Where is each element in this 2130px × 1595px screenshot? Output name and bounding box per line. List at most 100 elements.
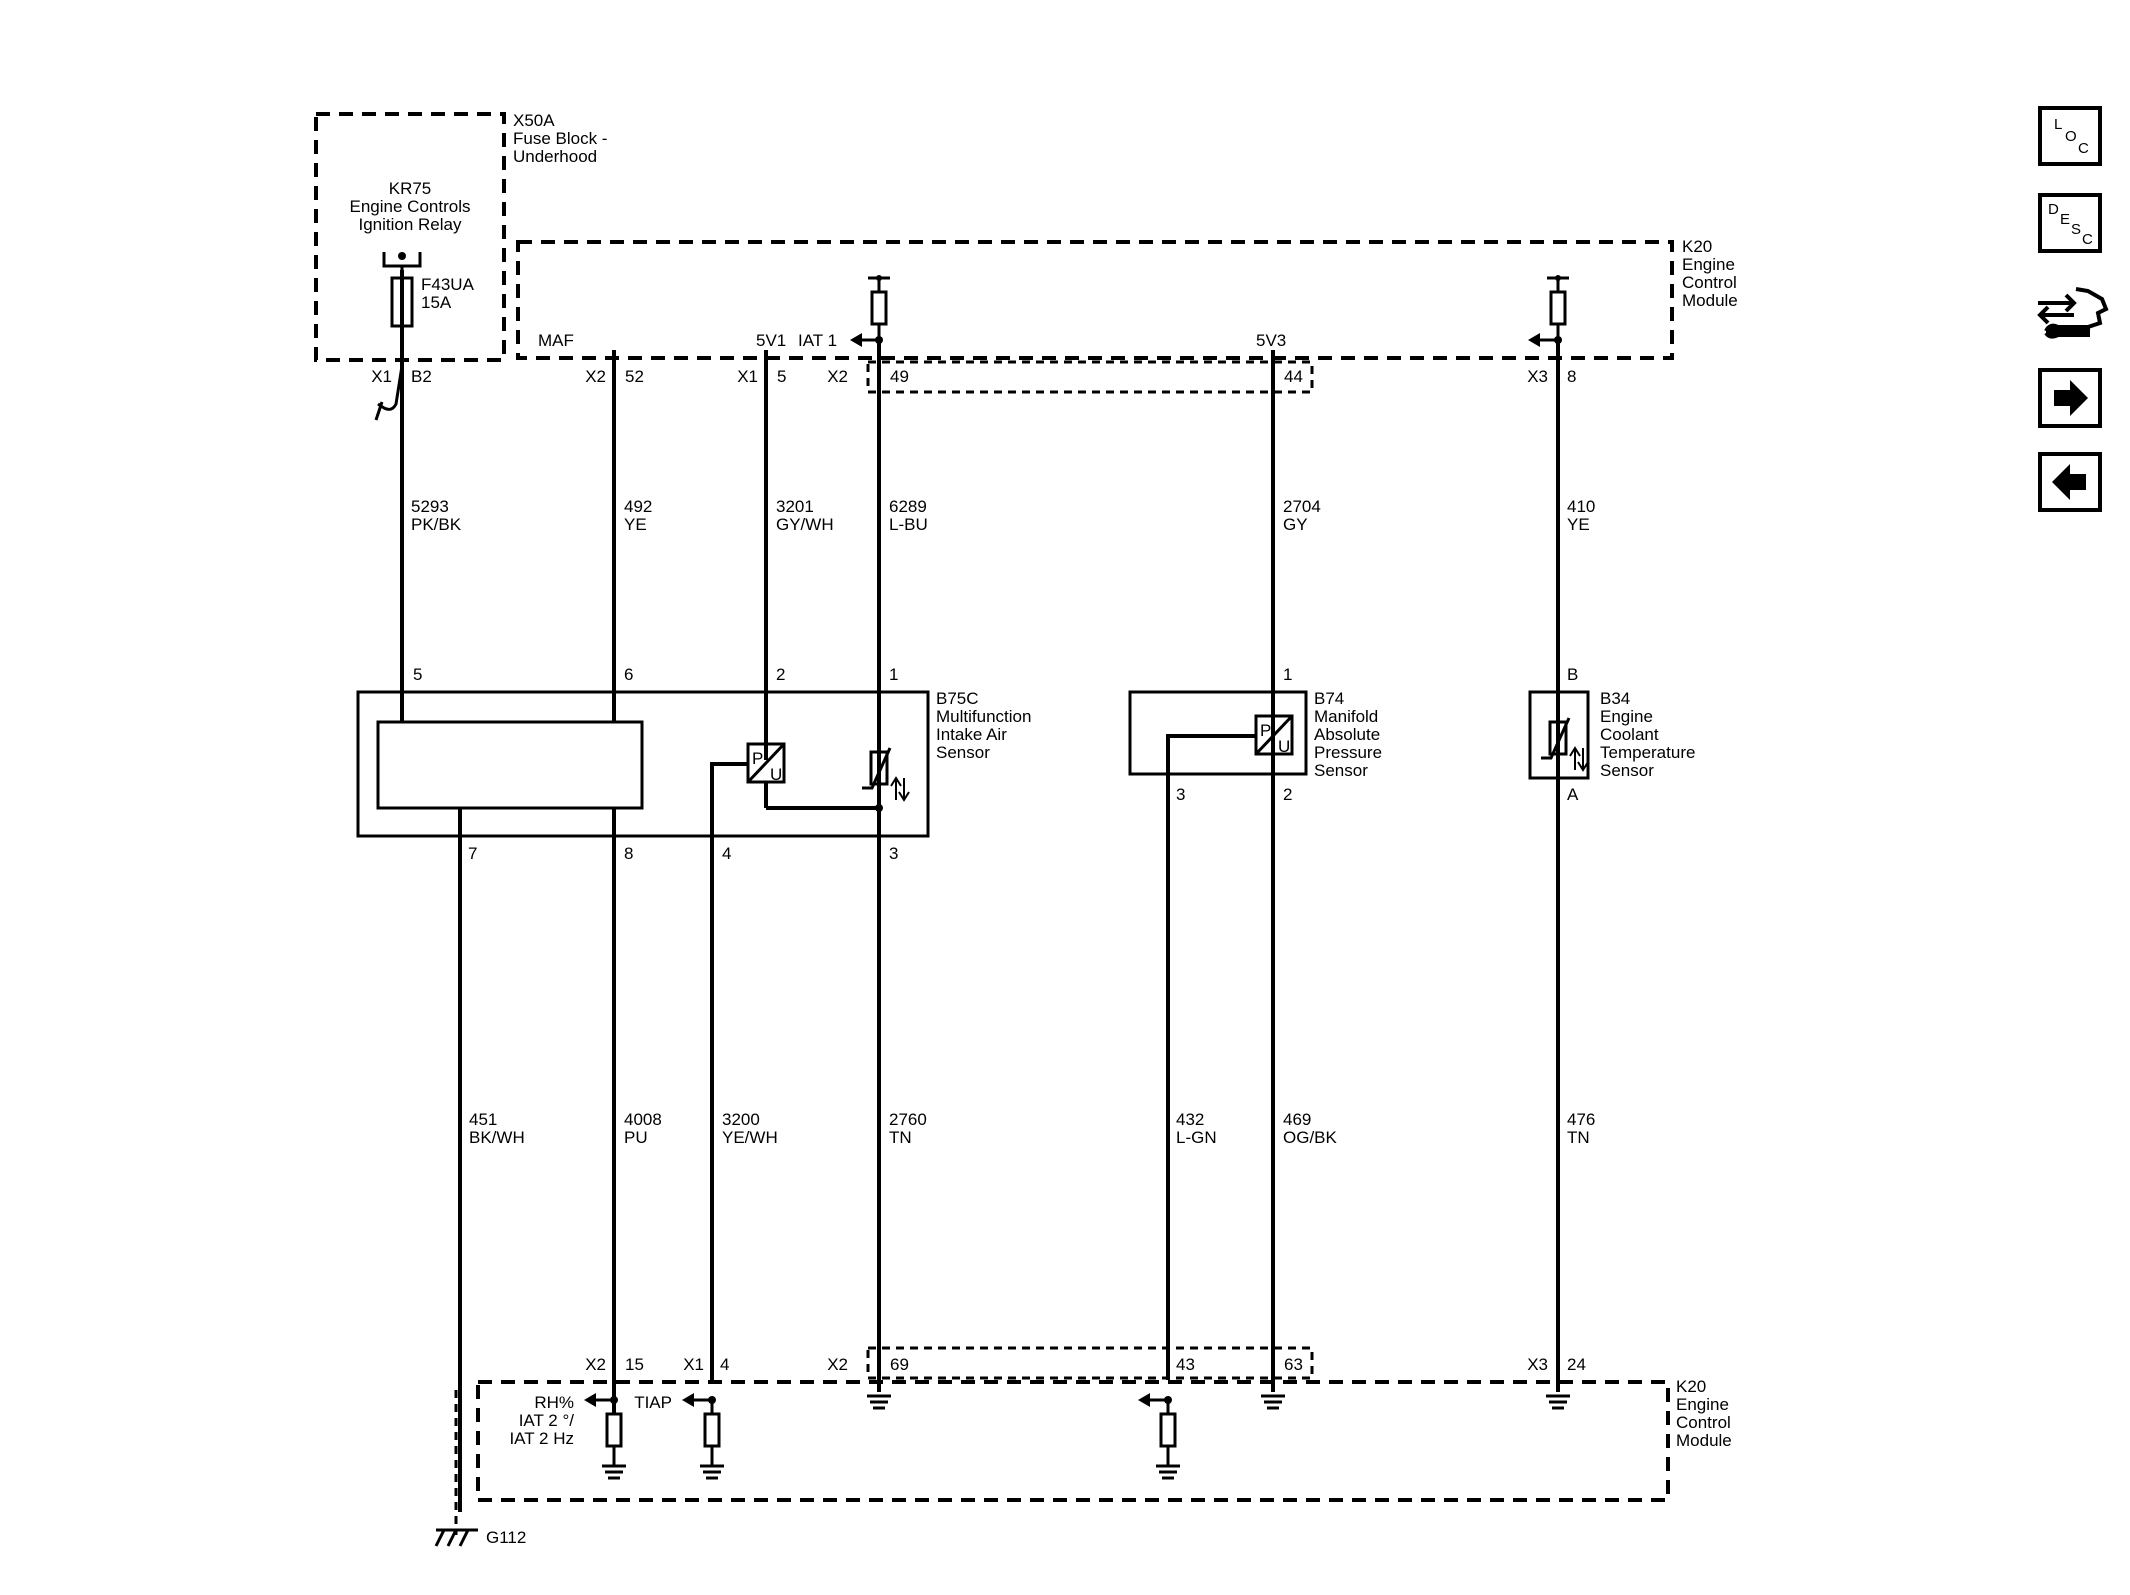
ecm-bottom-id: K20: [1676, 1377, 1706, 1396]
b75c-pin-7: 7: [468, 844, 477, 863]
signal-5v3: 5V3: [1256, 331, 1286, 350]
wire-top-4-number: 6289: [889, 497, 927, 516]
wire-top-3-number: 3201: [776, 497, 814, 516]
tiap-pulldown-resistor: [682, 1393, 724, 1480]
wire-top-2-color: YE: [624, 515, 647, 534]
signal-rh: RH%: [534, 1393, 574, 1412]
b74-pin-3: 3: [1176, 785, 1185, 804]
ground-symbol-pin69: [867, 1394, 891, 1410]
conn-bot-4-pin: 43: [1176, 1355, 1195, 1374]
conn-top-3-pin: 5: [777, 367, 786, 386]
wire-top-5-color: GY: [1283, 515, 1308, 534]
wire-bot-1-number: 451: [469, 1110, 497, 1129]
ground-g112-label: G112: [486, 1528, 526, 1547]
conn-bot-6-pin: 24: [1567, 1355, 1586, 1374]
relay-name: Engine Controls: [350, 197, 471, 216]
svg-text:U: U: [770, 765, 782, 784]
wire-top-6-number: 410: [1567, 497, 1595, 516]
wire-bot-3-number: 3200: [722, 1110, 760, 1129]
svg-text:U: U: [1278, 737, 1290, 756]
b75c-name-2: Intake Air: [936, 725, 1007, 744]
conn-top-2-pin: 52: [625, 367, 644, 386]
desc-button[interactable]: D E S C: [2038, 193, 2102, 253]
connector-wrench-button[interactable]: [2030, 275, 2110, 349]
next-button[interactable]: [2038, 368, 2102, 428]
signal-iat2-hz: IAT 2 Hz: [509, 1429, 574, 1448]
conn-bot-5-pin: 63: [1284, 1355, 1303, 1374]
signal-maf: MAF: [538, 331, 574, 350]
ground-symbol-pin63: [1261, 1394, 1285, 1410]
wire-bot-5-number: 432: [1176, 1110, 1204, 1129]
loc-letter-l: L: [2054, 116, 2063, 133]
wire-bot-6-number: 469: [1283, 1110, 1311, 1129]
wire-top-1-number: 5293: [411, 497, 449, 516]
b75c-pin-6: 6: [624, 665, 633, 684]
b75c-name-3: Sensor: [936, 743, 990, 762]
wire-top-5-number: 2704: [1283, 497, 1321, 516]
conn-top-1-pin: B2: [411, 367, 432, 386]
connector-x2-group-top: [866, 360, 1314, 394]
b34-pin-b: B: [1567, 665, 1578, 684]
wire-top-2-number: 492: [624, 497, 652, 516]
wire-top-3-color: GY/WH: [776, 515, 834, 534]
signal-iat2-deg: IAT 2 °/: [519, 1411, 575, 1430]
signal-iat1: IAT 1: [798, 331, 837, 350]
b75c-pin-2: 2: [776, 665, 785, 684]
b75c-iat-thermistor: [862, 747, 910, 802]
relay-name-2: Ignition Relay: [358, 215, 462, 234]
b74-pin-1: 1: [1283, 665, 1292, 684]
b34-name-4: Sensor: [1600, 761, 1654, 780]
loc-button[interactable]: L O C: [2038, 106, 2102, 166]
wire-top-1-color: PK/BK: [411, 515, 462, 534]
arrow-left-icon: [2052, 464, 2086, 500]
b75c-maf-element: [376, 720, 644, 810]
b75c-pin-1: 1: [889, 665, 898, 684]
wire-bot-2-number: 4008: [624, 1110, 662, 1129]
b74-name-1: Manifold: [1314, 707, 1378, 726]
wire-bot-7-color: TN: [1567, 1128, 1590, 1147]
connector-wrench-icon: [2037, 287, 2109, 339]
b75c-name-1: Multifunction: [936, 707, 1031, 726]
b75c-pin-8: 8: [624, 844, 633, 863]
wire-splice-pigtail: [374, 365, 404, 421]
b34-name-3: Temperature: [1600, 743, 1695, 762]
loc-letter-o: O: [2065, 128, 2077, 145]
signal-5v1: 5V1: [756, 331, 786, 350]
ecm-bottom-name-3: Module: [1676, 1431, 1732, 1450]
ecm-top-id: K20: [1682, 237, 1712, 256]
conn-top-6-pin: 8: [1567, 367, 1576, 386]
wire-bot-1-color: BK/WH: [469, 1128, 525, 1147]
conn-bot-3-id: X2: [827, 1355, 848, 1374]
b74-name-3: Pressure: [1314, 743, 1382, 762]
desc-letter-c: C: [2082, 231, 2093, 248]
desc-letter-e: E: [2060, 211, 2071, 228]
conn-top-1-id: X1: [371, 367, 392, 386]
fuse-block-location: Underhood: [513, 147, 597, 166]
ecm-bottom-name-1: Engine: [1676, 1395, 1729, 1414]
wire-bot-5-color: L-GN: [1176, 1128, 1217, 1147]
fuse-block-name: Fuse Block -: [513, 129, 607, 148]
b34-sensor-outline: [1528, 690, 1590, 780]
wire-432-route: [1166, 734, 1256, 1380]
wire-3200-route: [710, 762, 748, 1380]
fuse-block-id: X50A: [513, 111, 555, 130]
ecm-bottom-name-2: Control: [1676, 1413, 1731, 1432]
previous-button[interactable]: [2038, 452, 2102, 512]
conn-bot-2-pin: 4: [720, 1355, 729, 1374]
wire-bot-3-color: YE/WH: [722, 1128, 778, 1147]
wire-bot-4-number: 2760: [889, 1110, 927, 1129]
b34-pin-a: A: [1567, 785, 1579, 804]
wire-top-6-color: YE: [1567, 515, 1590, 534]
conn-bot-2-id: X1: [683, 1355, 704, 1374]
signal-tiap: TIAP: [634, 1393, 672, 1412]
b34-id: B34: [1600, 689, 1630, 708]
b34-name-1: Engine: [1600, 707, 1653, 726]
desc-letter-d: D: [2048, 201, 2059, 218]
ecm-top-name-2: Control: [1682, 273, 1737, 292]
desc-letter-s: S: [2071, 221, 2082, 238]
conn-top-5-pin: 44: [1284, 367, 1303, 386]
b34-thermistor: [1541, 717, 1589, 772]
b74-id: B74: [1314, 689, 1344, 708]
ect-pullup-resistor: [1528, 275, 1569, 347]
rh-pulldown-resistor: [584, 1393, 626, 1480]
